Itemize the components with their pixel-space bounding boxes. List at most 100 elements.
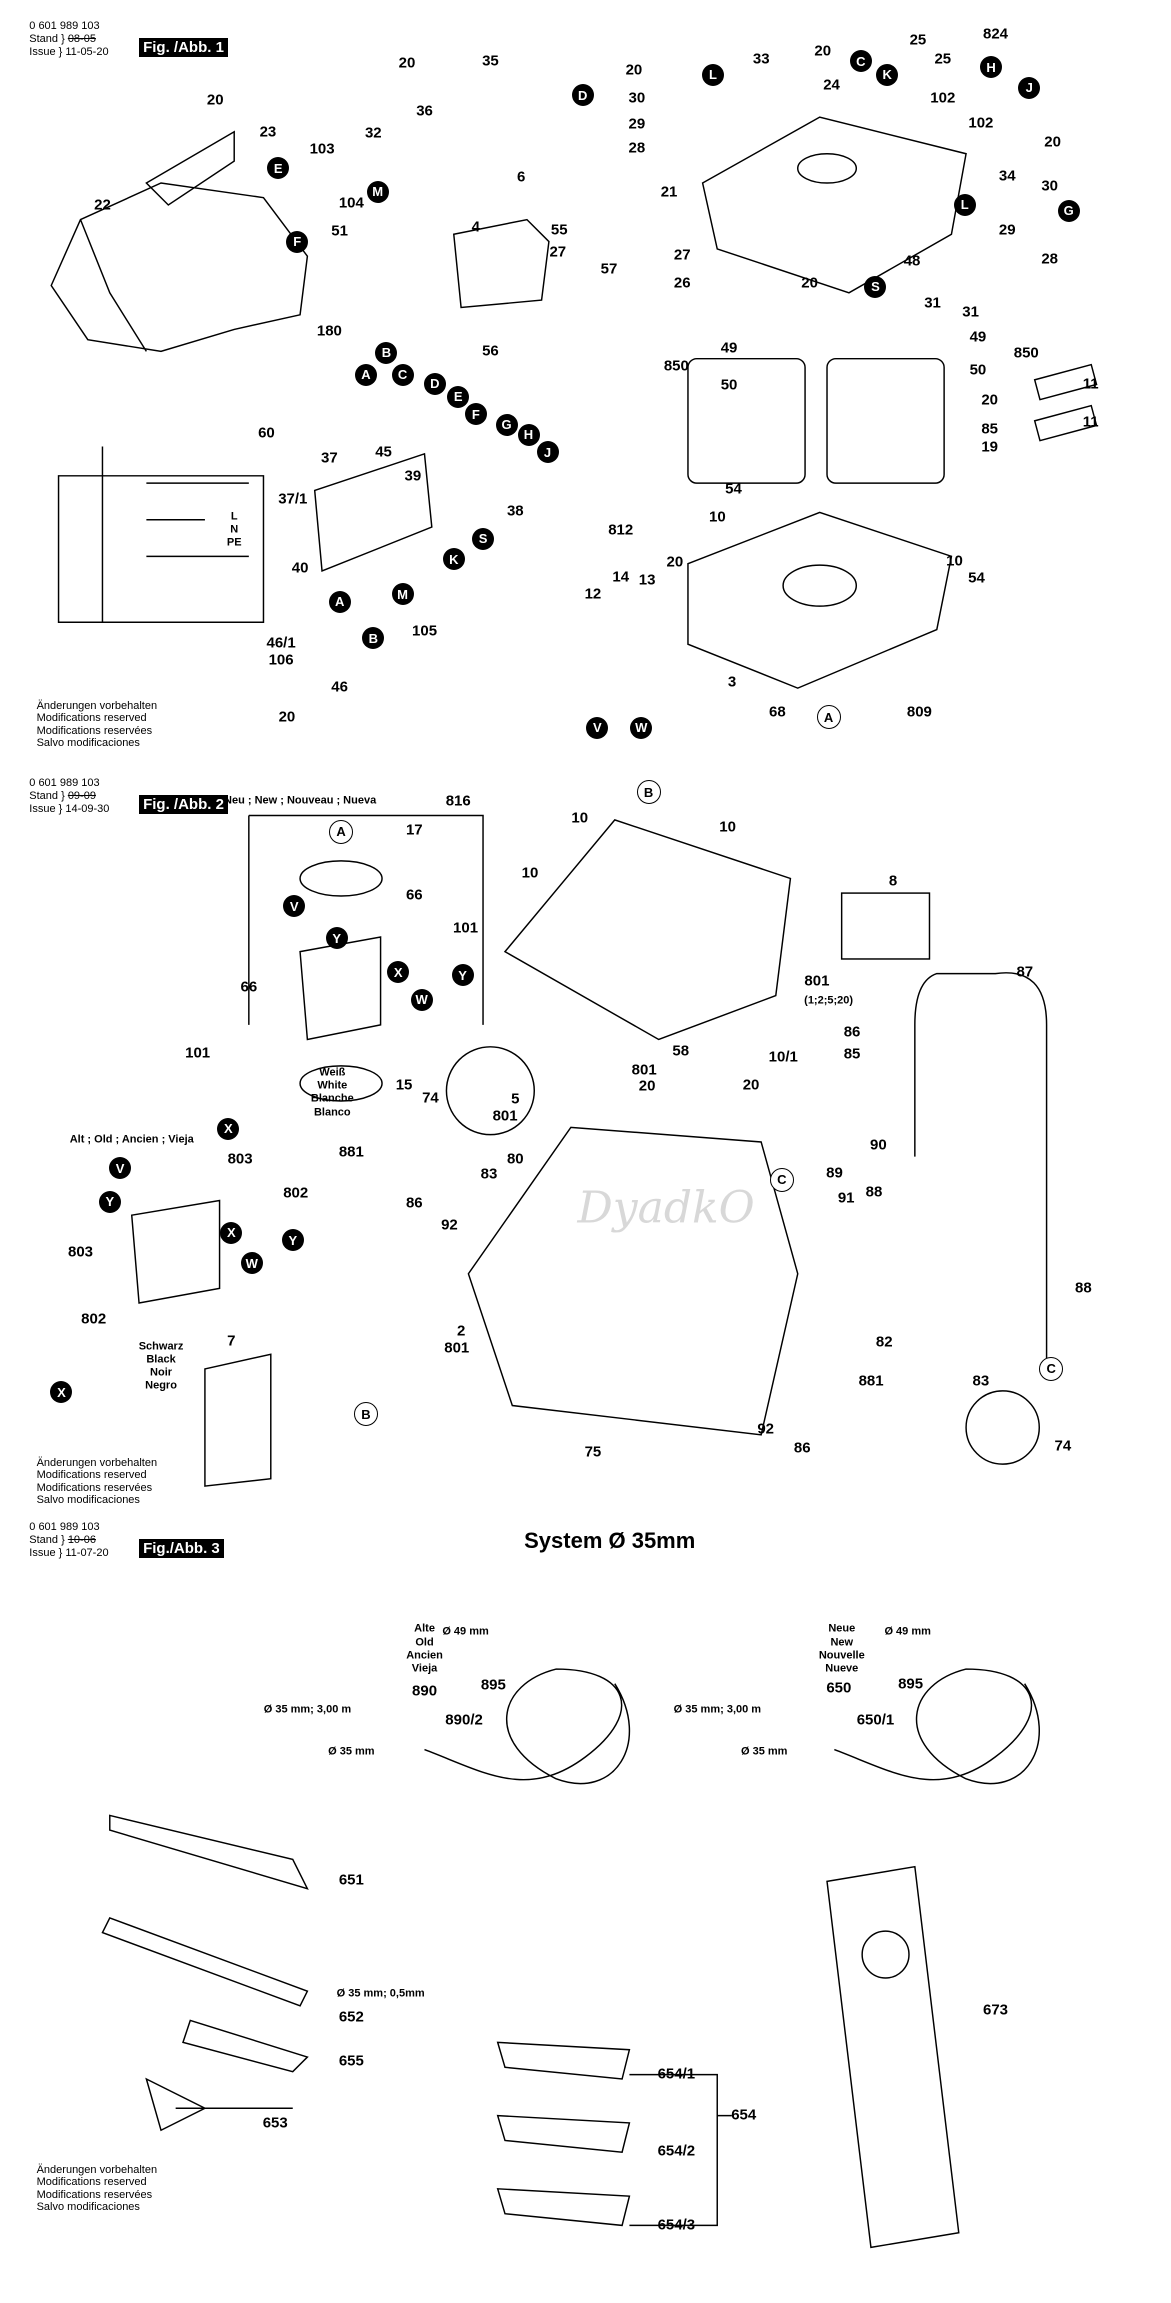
hose-old: [424, 1668, 631, 1785]
electronics-board: [313, 452, 433, 573]
connector-marker: E: [267, 157, 290, 180]
part-label: 20: [814, 42, 832, 60]
connector-marker: L: [953, 193, 976, 216]
connector-marker: M: [366, 180, 389, 203]
modification-note: Modifications reservées: [36, 2188, 153, 2201]
white-caption: White: [317, 1079, 348, 1092]
connector-marker: D: [423, 372, 446, 395]
section-title: System Ø 35mm: [524, 1528, 696, 1554]
part-label: 20: [666, 553, 684, 571]
connector-marker: E: [447, 385, 470, 408]
part-label: 102: [930, 89, 956, 107]
watermark: DyadkO: [577, 1182, 755, 1234]
part-label: 28: [1041, 250, 1059, 268]
old-hose-caption: Alte: [414, 1622, 435, 1635]
part-label: 27: [673, 246, 691, 264]
part-label: Ø 49 mm: [884, 1625, 931, 1638]
part-label: 83: [480, 1165, 498, 1183]
part-label: 104: [338, 194, 364, 212]
stand-line: Stand } 10-06: [29, 1534, 96, 1547]
part-label: 50: [969, 361, 987, 379]
part-label: 35: [482, 52, 499, 70]
part-label: 17: [405, 821, 423, 839]
floor-nozzle-654-2: [496, 2114, 631, 2153]
part-label: 88: [1075, 1279, 1092, 1297]
issue-date: 11-07-20: [65, 1547, 109, 1560]
stand-date: 08-05: [67, 33, 96, 46]
part-label: 87: [1016, 963, 1034, 981]
part-label: 74: [422, 1089, 439, 1107]
connector-marker: V: [586, 716, 609, 739]
part-label: 45: [375, 443, 392, 461]
dust-bag-port: [861, 1930, 910, 1979]
figure-tag: Fig./Abb. 3: [139, 1538, 224, 1558]
part-label: 881: [858, 1372, 884, 1390]
motor-new: [299, 936, 382, 1041]
part-label: 25: [934, 50, 952, 68]
connector-marker: H: [980, 56, 1003, 79]
part-label: 652: [338, 2008, 364, 2026]
part-label: 105: [412, 622, 438, 640]
part-label: 30: [1041, 177, 1059, 195]
modification-note: Änderungen vorbehalten: [36, 699, 158, 712]
part-label: 20: [398, 54, 416, 72]
connector-marker: F: [286, 230, 309, 253]
stand-line: Stand } 09-09: [29, 790, 96, 803]
new-hose-caption: Nouvelle: [818, 1649, 865, 1662]
part-label: Ø 49 mm: [442, 1625, 489, 1638]
switch-housing: [452, 218, 550, 309]
connector-marker: A: [328, 590, 351, 613]
part-label: 86: [793, 1439, 811, 1457]
part-label: Ø 35 mm: [328, 1745, 375, 1758]
modification-note: Modifications reserved: [36, 1469, 147, 1482]
part-label: 650/1: [856, 1711, 895, 1729]
issue-date: 11-05-20: [65, 46, 109, 59]
schematic-terminal-label: L: [230, 510, 238, 523]
part-label: 802: [81, 1310, 107, 1328]
motor-cover: [50, 182, 309, 353]
part-label: 25: [909, 31, 927, 49]
part-label: 801: [804, 972, 830, 990]
part-label: 6: [517, 168, 526, 186]
old-hose-caption: Vieja: [411, 1662, 438, 1675]
connector-marker: W: [240, 1252, 263, 1275]
connector-marker: C: [1039, 1356, 1064, 1381]
part-label: 14: [612, 568, 630, 586]
connector-marker: B: [636, 780, 661, 805]
part-label: 20: [206, 91, 224, 109]
part-label: Ø 35 mm; 3,00 m: [263, 1703, 352, 1716]
part-label: 20: [742, 1076, 760, 1094]
part-label: 27: [549, 243, 567, 261]
stand-date: 10-06: [67, 1534, 96, 1547]
part-label: 30: [628, 89, 646, 107]
motor-old: [130, 1199, 221, 1304]
connector-marker: B: [362, 627, 385, 650]
part-label: 20: [638, 1077, 656, 1095]
part-label: 673: [983, 2001, 1009, 2019]
black-caption: Black: [146, 1353, 176, 1366]
part-label: 103: [309, 140, 335, 158]
part-label: 86: [405, 1194, 423, 1212]
new-hose-caption: Neue: [828, 1622, 856, 1635]
part-label: 28: [628, 139, 646, 157]
lower-housing: [687, 511, 953, 689]
stand-label: Stand: [29, 790, 59, 803]
part-label: 85: [843, 1045, 861, 1063]
connector-marker: K: [442, 548, 465, 571]
connector-marker: Y: [98, 1190, 121, 1213]
connector-marker: C: [391, 363, 414, 386]
part-label: 7: [227, 1332, 236, 1350]
part-label: 40: [291, 559, 309, 577]
connector-marker: L: [701, 63, 724, 86]
connector-marker: J: [536, 441, 559, 464]
filter-strip-2: [1033, 404, 1098, 442]
modification-note: Änderungen vorbehalten: [36, 2163, 158, 2176]
part-label: 90: [870, 1136, 887, 1154]
figure-tag: Fig. /Abb. 2: [139, 794, 228, 814]
seal-ring-15: [299, 1065, 383, 1102]
old-hose-caption: Ancien: [406, 1649, 443, 1662]
part-label: 68: [769, 703, 786, 720]
part-label: 824: [983, 25, 1009, 43]
part-label: 85: [981, 420, 998, 438]
